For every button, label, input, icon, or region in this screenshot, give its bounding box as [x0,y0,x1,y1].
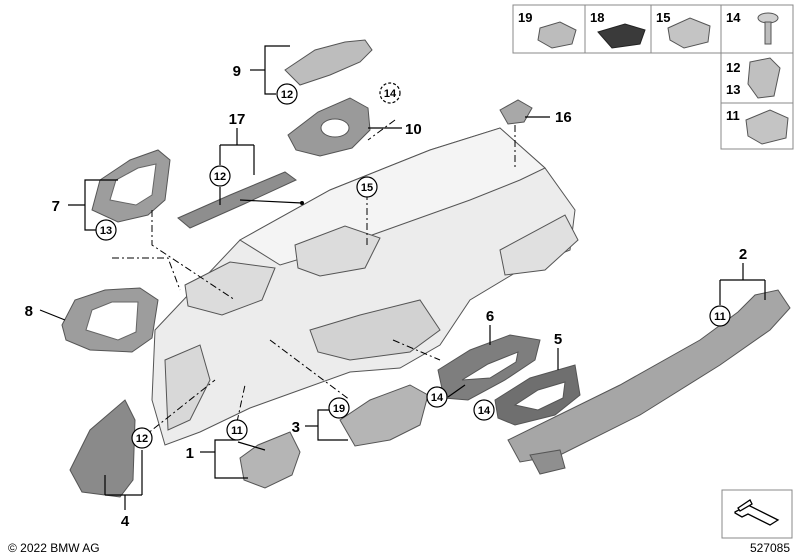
part-4-side-cover [69,399,136,498]
callout-15-circle: 15 [361,182,373,194]
legend-13: 13 [726,82,740,97]
callout-13-circle: 13 [100,225,112,237]
clip-19-icon [537,21,577,49]
label-2: 2 [739,246,747,263]
label-8: 8 [25,303,33,320]
screw-14-icon [757,12,779,45]
label-7: 7 [52,198,60,215]
legend-15: 15 [656,10,670,25]
callout-12-circle: 12 [214,171,226,183]
copyright-notice: © 2022 BMW AG [8,541,100,555]
part-16-sensor [499,99,533,125]
label-4: 4 [121,513,130,530]
part-7-trim-frame [91,149,171,223]
legend-14: 14 [726,10,741,25]
circled-callouts: 12 14 12 15 13 11 19 14 14 11 12 [95,82,731,449]
label-17: 17 [229,111,246,128]
callout-14-circle: 14 [478,405,491,417]
callout-11-circle: 11 [231,425,243,437]
part-1-bracket [239,431,301,489]
leader-lines [39,45,766,510]
assembly-lines [112,119,516,439]
assembly-symbol [721,489,793,539]
label-10: 10 [405,121,422,138]
callout-12-circle: 12 [281,89,293,101]
label-1: 1 [186,445,194,462]
label-5: 5 [554,331,562,348]
clip-12-13-icon [747,57,781,99]
part-10-bracket [287,97,371,157]
legend-18: 18 [590,10,604,25]
callout-14-circle: 14 [384,88,397,100]
legend-12: 12 [726,60,740,75]
diagram-id: 527085 [749,541,790,555]
label-3: 3 [292,419,300,436]
callout-11-circle: 11 [714,311,726,323]
label-16: 16 [555,109,572,126]
callout-12-circle: 12 [136,433,148,445]
legend-11: 11 [726,108,740,123]
hardware-legend: 19 18 15 14 12 13 11 [512,4,794,150]
legend-19: 19 [518,10,532,25]
pad-18-icon [597,23,646,49]
part-9-speaker-grille [284,39,373,86]
part-17-strip [177,171,297,229]
label-9: 9 [233,63,241,80]
part-8-trim-frame [61,287,159,353]
callout-19-circle: 19 [333,403,345,415]
dashboard-carrier [151,127,579,446]
clip-11-icon [745,109,789,145]
part-5-frame [494,364,581,426]
callout-14-circle: 14 [431,392,444,404]
clip-15-icon [667,17,711,49]
part-numbers: 9 17 10 16 7 8 6 5 2 1 3 4 [25,63,748,530]
label-6: 6 [486,308,494,325]
part-3-bracket [339,384,429,447]
part-2-trim-strip [507,289,791,475]
part-6-frame [437,334,541,401]
